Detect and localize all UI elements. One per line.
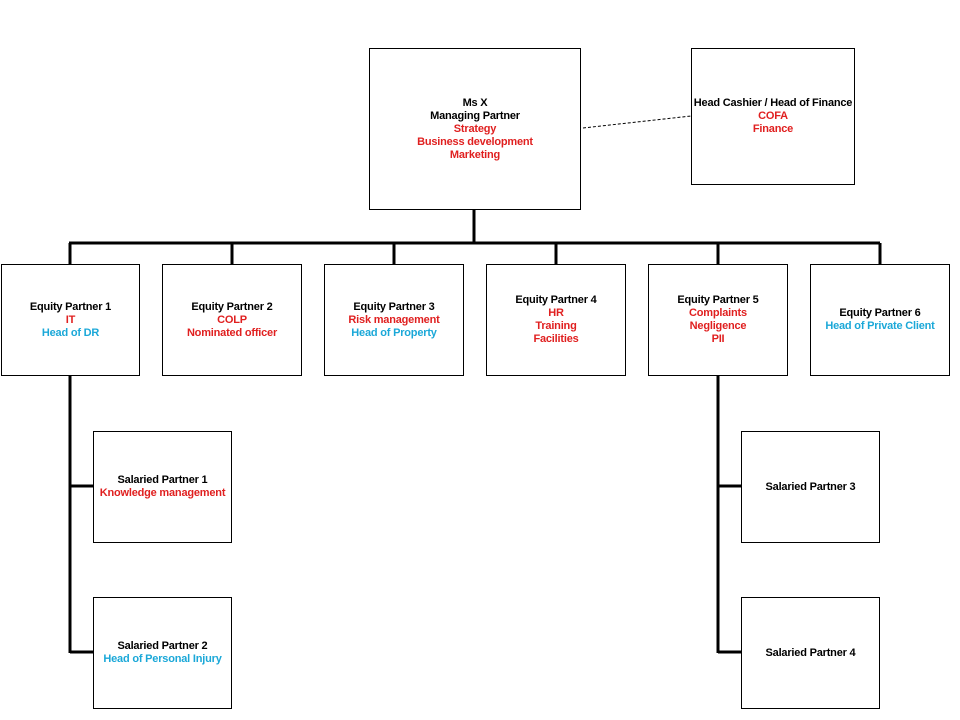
equity-partner-head-role: Head of Property <box>351 326 437 339</box>
salaried-partner-title: Salaried Partner 4 <box>765 646 856 659</box>
managing-partner-name: Ms X <box>462 96 488 109</box>
head-of-finance-duty: Finance <box>752 123 794 135</box>
salaried-partner-head-role: Head of Personal Injury <box>103 653 222 665</box>
equity-partner-title: Equity Partner 4 <box>515 294 597 306</box>
managing-partner-duty: Marketing <box>449 148 501 161</box>
equity-partner-3-box: Equity Partner 3 Risk management Head of… <box>324 264 464 376</box>
salaried-partner-2-box: Salaried Partner 2 Head of Personal Inju… <box>93 597 232 709</box>
equity-partner-6-box: Equity Partner 6 Head of Private Client <box>810 264 950 376</box>
equity-partner-duty: Facilities <box>533 333 579 345</box>
equity-partner-duty: Negligence <box>689 320 747 332</box>
connector-finance-dashed <box>582 115 692 129</box>
equity-partner-1-box: Equity Partner 1 IT Head of DR <box>1 264 140 376</box>
equity-partner-5-box: Equity Partner 5 Complaints Negligence P… <box>648 264 788 376</box>
equity-partner-head-role: Head of Private Client <box>825 320 935 332</box>
equity-partner-title: Equity Partner 3 <box>353 300 435 313</box>
equity-partner-title: Equity Partner 2 <box>191 300 273 313</box>
managing-partner-box: Ms X Managing Partner Strategy Business … <box>369 48 581 210</box>
equity-partner-duty: Risk management <box>348 313 440 326</box>
equity-partner-title: Equity Partner 1 <box>29 300 112 313</box>
managing-partner-role: Managing Partner <box>430 109 520 122</box>
salaried-partner-3-box: Salaried Partner 3 <box>741 431 880 543</box>
head-of-finance-box: Head Cashier / Head of Finance COFA Fina… <box>691 48 855 185</box>
equity-partner-4-box: Equity Partner 4 HR Training Facilities <box>486 264 626 376</box>
equity-partner-duty: Training <box>535 320 577 332</box>
managing-partner-duty: Business development <box>417 135 533 148</box>
salaried-partner-duty: Knowledge management <box>99 487 226 499</box>
equity-partner-duty: COLP <box>217 313 247 326</box>
managing-partner-duty: Strategy <box>453 122 497 135</box>
salaried-partner-1-box: Salaried Partner 1 Knowledge management <box>93 431 232 543</box>
equity-partner-head-role: Head of DR <box>41 326 100 339</box>
salaried-partner-title: Salaried Partner 3 <box>765 480 856 493</box>
head-of-finance-duty: COFA <box>758 110 788 122</box>
equity-partner-duty: IT <box>65 313 76 326</box>
equity-partner-title: Equity Partner 6 <box>839 307 921 319</box>
equity-partner-duty: Nominated officer <box>186 326 278 339</box>
equity-partner-duty: PII <box>711 333 725 345</box>
salaried-partner-title: Salaried Partner 2 <box>117 640 208 652</box>
equity-partner-title: Equity Partner 5 <box>677 294 759 306</box>
equity-partner-2-box: Equity Partner 2 COLP Nominated officer <box>162 264 302 376</box>
salaried-partner-title: Salaried Partner 1 <box>117 474 208 486</box>
head-of-finance-role: Head Cashier / Head of Finance <box>693 97 853 109</box>
equity-partner-duty: Complaints <box>689 307 747 319</box>
equity-partner-duty: HR <box>548 307 564 319</box>
salaried-partner-4-box: Salaried Partner 4 <box>741 597 880 709</box>
